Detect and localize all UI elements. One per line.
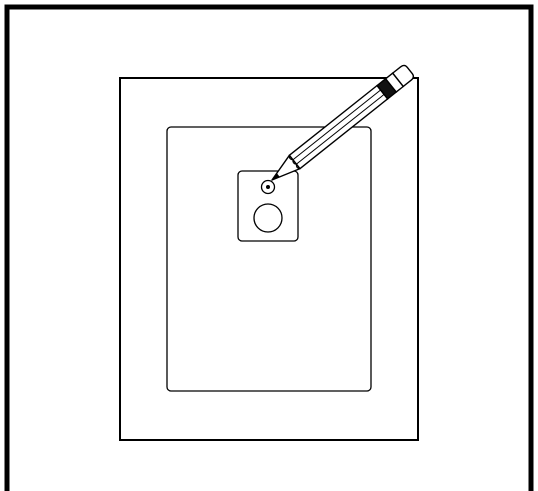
pencil-icon — [271, 64, 415, 181]
inner-sheet — [166, 126, 372, 392]
small-circle-with-dot — [260, 179, 276, 195]
large-circle — [253, 203, 283, 233]
